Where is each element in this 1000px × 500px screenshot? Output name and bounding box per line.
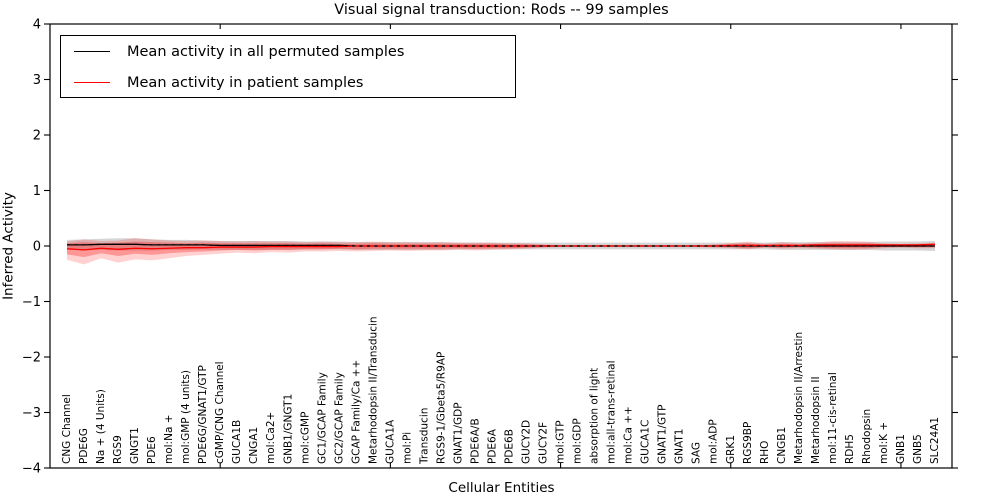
x-tick-label: cGMP/CNG Channel xyxy=(214,361,226,464)
x-tick-label: PDE6G xyxy=(78,428,90,464)
x-tick-label: mol:Ca2+ xyxy=(265,412,277,464)
x-tick-label: mol:11-cis-retinal xyxy=(827,372,839,464)
x-tick-label: GUCA1B xyxy=(231,420,243,464)
x-tick-label: CNG Channel xyxy=(61,394,73,464)
x-tick-label: GNAT1/GDP xyxy=(452,402,464,464)
x-tick-label: GC1/GCAP Family xyxy=(316,372,328,464)
x-tick-label: GC2/GCAP Family xyxy=(333,372,345,464)
y-tick-label: 3 xyxy=(33,73,41,88)
legend-item-patient: Mean activity in patient samples xyxy=(61,67,515,98)
y-axis-label: Inferred Activity xyxy=(0,192,17,300)
x-tick-label: GUCY2D xyxy=(521,420,533,464)
patient-mean-line xyxy=(66,243,936,251)
x-tick-label: PDE6A/B xyxy=(469,418,481,464)
x-tick-label: absorption of light xyxy=(589,368,601,464)
x-tick-label: Metarhodopsin II xyxy=(810,376,822,464)
x-tick-label: mol:Pi xyxy=(401,432,413,464)
legend-item-label: Mean activity in patient samples xyxy=(127,74,364,91)
y-tick-label: 4 xyxy=(33,18,41,33)
x-axis-label: Cellular Entities xyxy=(448,480,555,496)
x-tick-label: Transducin xyxy=(418,408,430,465)
x-tick-label: RHO xyxy=(759,441,771,464)
x-tick-label: mol:GMP (4 units) xyxy=(180,370,192,464)
y-tick-label: 1 xyxy=(33,184,41,199)
x-tick-label: PDE6B xyxy=(504,429,516,464)
x-tick-label: PDE6A xyxy=(486,428,498,464)
permuted-std-band xyxy=(67,238,935,251)
x-tick-label: GCAP Family/Ca ++ xyxy=(350,360,362,464)
patient-line-swatch xyxy=(74,82,110,83)
permuted-line-swatch xyxy=(74,51,110,52)
x-tick-label: GNB5 xyxy=(912,434,924,464)
x-tick-label: GNAT1/GTP xyxy=(657,405,669,465)
y-tick-label: −4 xyxy=(22,462,41,477)
legend-item-label: Mean activity in all permuted samples xyxy=(127,43,405,60)
x-tick-label: SLC24A1 xyxy=(929,417,941,464)
x-tick-label: mol:ADP xyxy=(708,419,720,464)
x-tick-label: RGS9BP xyxy=(742,422,754,464)
x-tick-label: GUCA1C xyxy=(640,420,652,464)
x-tick-label: Na + (4 Units) xyxy=(95,389,107,464)
x-tick-label: RGS9-1/Gbeta5/R9AP xyxy=(435,352,447,464)
x-tick-label: mol:Ca ++ xyxy=(623,406,635,464)
legend: Mean activity in all permuted samples Me… xyxy=(60,35,516,98)
chart-title: Visual signal transduction: Rods -- 99 s… xyxy=(334,2,669,18)
y-tick-label: −2 xyxy=(22,351,41,366)
x-tick-label: Rhodopsin xyxy=(861,409,873,464)
x-tick-label: RGS9 xyxy=(112,435,124,464)
legend-item-permuted: Mean activity in all permuted samples xyxy=(61,36,515,67)
x-tick-label: Metarhodopsin II/Arrestin xyxy=(793,332,805,464)
patient-outer-band xyxy=(67,238,935,265)
x-tick-label: mol:K + xyxy=(878,422,890,464)
y-tick-label: −1 xyxy=(22,295,41,310)
permuted-mean-dashed-overlay xyxy=(67,243,935,247)
x-tick-label: GUCA1A xyxy=(384,419,396,464)
y-tick-label: 2 xyxy=(33,129,41,144)
x-tick-label: GNB1/GNGT1 xyxy=(282,394,294,464)
x-tick-label: mol:GTP xyxy=(555,420,567,464)
x-tick-label: CNGA1 xyxy=(248,427,260,464)
x-tick-label: PDE6G/GNAT1/GTP xyxy=(197,365,209,464)
x-tick-label: RDH5 xyxy=(844,434,856,464)
x-tick-label: GNGT1 xyxy=(129,427,141,464)
x-tick-label: PDE6 xyxy=(146,436,158,464)
y-tick-label: −3 xyxy=(22,406,41,421)
x-tick-label: CNGB1 xyxy=(776,427,788,464)
x-tick-label: GNAT1 xyxy=(674,429,686,464)
x-tick-label: GRK1 xyxy=(725,435,737,464)
x-tick-label: mol:GDP xyxy=(572,418,584,464)
x-tick-label: mol:cGMP xyxy=(299,412,311,464)
x-tick-label: GNB1 xyxy=(895,434,907,464)
x-tick-label: SAG xyxy=(691,442,703,464)
y-tick-label: 0 xyxy=(33,240,41,255)
x-tick-label: Metarhodopsin II/Transducin xyxy=(367,316,379,464)
x-tick-label: mol:all-trans-retinal xyxy=(606,360,618,464)
x-tick-label: GUCY2F xyxy=(538,422,550,464)
x-tick-label: mol:Na + xyxy=(163,414,175,464)
